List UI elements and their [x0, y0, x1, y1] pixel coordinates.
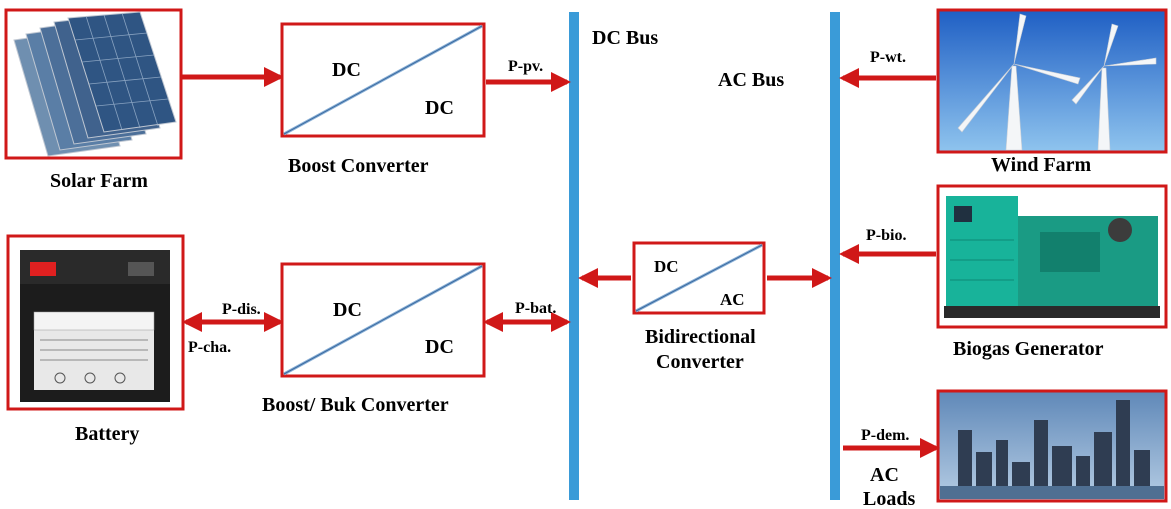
boost-converter-output-label: DC	[425, 97, 454, 119]
boost-buck-converter-box	[280, 262, 486, 378]
boost-converter-label: Boost Converter	[288, 155, 429, 177]
biogas-generator-label: Biogas Generator	[953, 338, 1104, 360]
ac-loads-image	[936, 389, 1168, 503]
solar-farm-label: Solar Farm	[50, 170, 148, 192]
bidirectional-converter-box	[632, 241, 766, 315]
biogas-generator-image	[936, 184, 1168, 329]
p-bat-label: P-bat.	[515, 300, 556, 317]
ac-loads-label-line2: Loads	[863, 488, 915, 509]
battery-label: Battery	[75, 423, 139, 445]
bidirectional-output-label: AC	[720, 290, 745, 309]
dc-bus-bar	[569, 12, 579, 500]
boost-buck-converter-label: Boost/ Buk Converter	[262, 394, 449, 416]
boost-buck-input-label: DC	[333, 299, 362, 321]
boost-converter-box	[280, 22, 486, 138]
battery-image	[6, 234, 185, 411]
p-dem-label: P-dem.	[861, 427, 909, 444]
ac-bus-label: AC Bus	[718, 69, 784, 91]
p-wt-label: P-wt.	[870, 49, 906, 66]
bidirectional-converter-label-line2: Converter	[656, 351, 744, 373]
p-dis-label: P-dis.	[222, 301, 261, 318]
solar-farm-image	[4, 8, 183, 160]
p-bio-label: P-bio.	[866, 227, 906, 244]
p-pv-label: P-pv.	[508, 58, 543, 75]
bidirectional-converter-label-line1: Bidirectional	[645, 326, 756, 348]
p-cha-label: P-cha.	[188, 339, 231, 356]
dc-bus-label: DC Bus	[592, 27, 658, 49]
ac-loads-label-line1: AC	[870, 464, 899, 486]
wind-farm-image	[936, 8, 1168, 154]
bidirectional-input-label: DC	[654, 257, 679, 276]
boost-buck-output-label: DC	[425, 336, 454, 358]
ac-bus-bar	[830, 12, 840, 500]
wind-farm-label: Wind Farm	[991, 154, 1092, 176]
boost-converter-input-label: DC	[332, 59, 361, 81]
